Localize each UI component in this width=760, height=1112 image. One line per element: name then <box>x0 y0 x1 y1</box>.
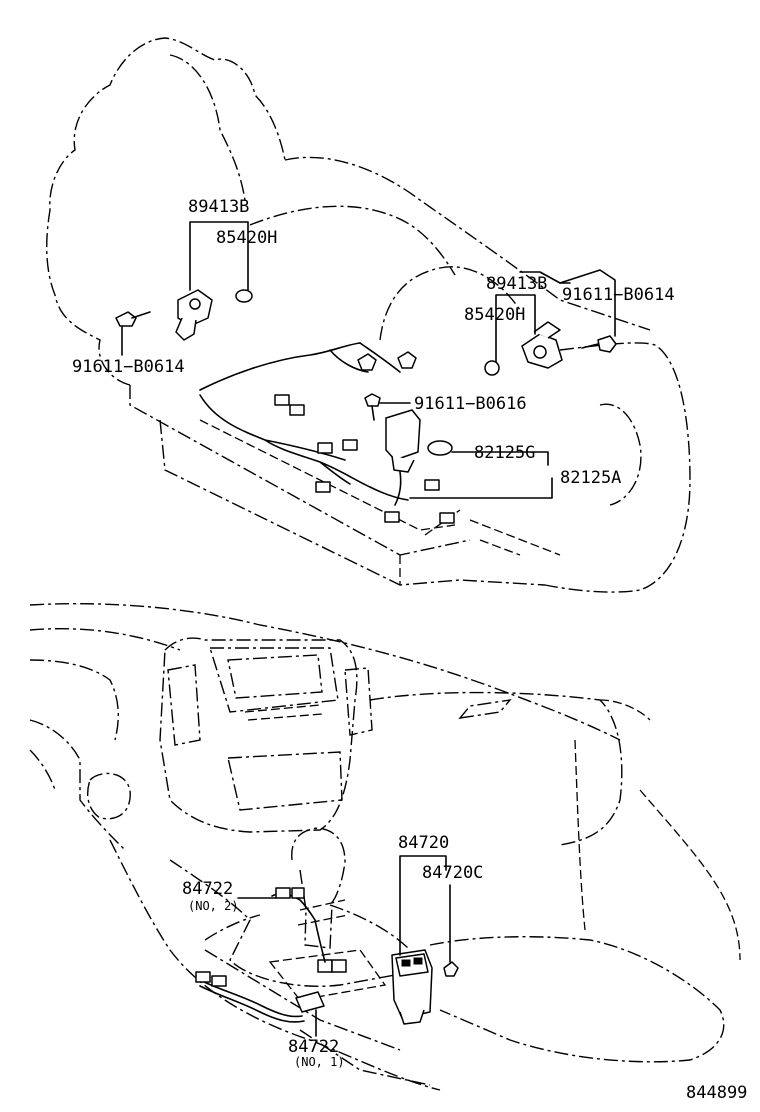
glovebox-outline <box>369 691 623 846</box>
harness-connector <box>315 481 331 493</box>
shift-base <box>268 949 387 1001</box>
leader-82125a <box>409 477 553 499</box>
figure-number: 844899 <box>686 1083 747 1103</box>
leader-82125g <box>451 451 549 466</box>
harness-connector <box>384 511 400 523</box>
console-outline <box>169 859 396 987</box>
bolt-left <box>115 311 151 327</box>
leader-84720 <box>399 855 447 956</box>
dash-top-line <box>29 603 621 741</box>
leader-91611-b0614-right-b <box>559 269 616 337</box>
valve-body-outline <box>199 419 521 556</box>
instrument-panel-assembly <box>29 603 741 1091</box>
speed-sensor-right <box>521 321 563 369</box>
center-lower-panel <box>227 751 343 811</box>
label-84722-no2: 84722 <box>182 879 233 899</box>
left-vent-frame <box>167 664 201 746</box>
label-85420h-left: 85420H <box>216 228 277 248</box>
dash-right-edge <box>599 699 651 721</box>
floor-panel-right <box>429 936 725 1063</box>
speed-sensor-left <box>175 289 213 341</box>
o-ring-right <box>484 360 500 376</box>
transmission-assembly <box>46 37 691 593</box>
console-side <box>204 904 411 951</box>
wire-no1 <box>195 971 325 1023</box>
label-91611-b0614-left: 91611−B0614 <box>72 357 185 377</box>
harness-upper-branch <box>329 342 401 373</box>
pattern-select-switch <box>391 949 433 1025</box>
leader-89413b-left <box>189 221 249 291</box>
console-lower <box>109 839 441 1091</box>
left-vent <box>87 772 131 820</box>
wire-no2 <box>271 887 347 973</box>
leader-91611-b0614-right <box>519 271 571 284</box>
label-89413b-left: 89413B <box>188 197 249 217</box>
label-84722-no1-sub: (NO, 1) <box>294 1055 345 1069</box>
label-84720c: 84720C <box>422 863 483 883</box>
harness-connector <box>424 479 440 491</box>
bolt-b0616 <box>364 393 381 421</box>
case-top-outline <box>284 156 651 331</box>
label-85420h-right: 85420H <box>464 305 525 325</box>
extension-housing <box>544 342 691 593</box>
harness-clip <box>357 353 377 371</box>
harness-connector <box>289 404 305 416</box>
label-89413b-right: 89413B <box>486 274 547 294</box>
harness-connector <box>317 442 333 454</box>
label-82125a: 82125A <box>560 468 621 488</box>
label-82125g: 82125G <box>474 443 535 463</box>
dash-far-left <box>29 749 56 791</box>
case-middle-curve <box>379 266 521 341</box>
label-91611-b0614-right: 91611−B0614 <box>562 285 675 305</box>
bolt-right <box>581 335 617 353</box>
right-vent-frame <box>344 667 373 736</box>
harness-clip <box>397 351 417 369</box>
harness-connector <box>274 394 290 406</box>
gasket-82125g <box>427 440 453 456</box>
shift-knob <box>291 827 346 906</box>
bell-housing-inner <box>169 54 246 201</box>
console-floor-right <box>574 739 741 961</box>
extension-inner <box>599 403 642 506</box>
switch-clip <box>443 961 459 977</box>
center-upper-bezel <box>209 647 339 713</box>
label-84722-no1: 84722 <box>288 1037 339 1057</box>
dash-left-line <box>29 659 119 741</box>
center-display <box>227 654 323 699</box>
dash-lower-left <box>29 719 126 851</box>
harness-connector <box>439 512 455 524</box>
oil-pan-top <box>129 385 471 556</box>
extension-lower-line <box>469 519 561 556</box>
connector-82125a <box>385 409 421 506</box>
harness-connector <box>342 439 358 451</box>
label-84722-no2-sub: (NO, 2) <box>188 899 239 913</box>
console-floor-line <box>204 949 431 1086</box>
glovebox-handle <box>458 699 512 719</box>
label-84720: 84720 <box>398 833 449 853</box>
leader-89413b-right <box>495 294 536 363</box>
o-ring-left <box>235 289 253 303</box>
center-slot <box>244 704 323 721</box>
transmission-wire-harness <box>199 342 409 501</box>
case-upper-curve <box>249 205 456 276</box>
label-91611-b0616: 91611−B0616 <box>414 394 527 414</box>
center-panel-outline <box>159 637 358 833</box>
dash-second-line <box>29 628 181 651</box>
bell-housing-outline <box>46 37 286 386</box>
